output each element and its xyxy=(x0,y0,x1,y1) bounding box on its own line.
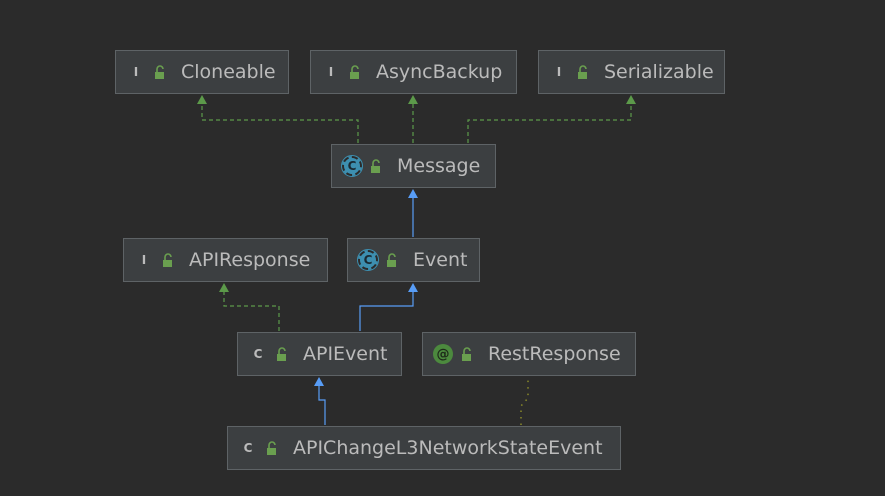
abstract-class-icon: C xyxy=(341,155,363,177)
node-message[interactable]: C Message xyxy=(331,144,496,188)
interface-icon: I xyxy=(141,253,147,267)
node-label: RestResponse xyxy=(488,343,621,365)
abstract-class-icon: C xyxy=(357,249,379,271)
node-label: Cloneable xyxy=(181,61,276,83)
interface-icon: I xyxy=(556,65,562,79)
node-serializable[interactable]: I Serializable xyxy=(538,50,725,94)
node-asyncbackup[interactable]: I AsyncBackup xyxy=(310,50,517,94)
node-cloneable[interactable]: I Cloneable xyxy=(115,50,289,94)
lock-open-icon xyxy=(267,441,276,455)
arrow-head-asyncbackup xyxy=(408,95,418,104)
annotation-icon: @ xyxy=(433,344,453,364)
arrow-head-message xyxy=(408,189,418,198)
edge-apievent-apiresponse xyxy=(223,292,280,331)
node-label: Event xyxy=(413,249,468,271)
interface-icon: I xyxy=(133,65,139,79)
node-event[interactable]: C Event xyxy=(347,238,480,282)
class-icon: C xyxy=(253,347,263,361)
lock-open-icon xyxy=(155,65,164,79)
node-apiresponse[interactable]: I APIResponse xyxy=(123,238,328,282)
lock-open-icon xyxy=(578,65,587,79)
interface-icon: I xyxy=(328,65,334,79)
edge-message-serializable xyxy=(467,104,632,143)
lock-open-icon xyxy=(277,347,286,361)
node-restresponse[interactable]: @ RestResponse xyxy=(422,332,636,376)
class-icon: C xyxy=(243,441,253,455)
edge-message-cloneable xyxy=(201,104,359,143)
edge-apichangel3-restresponse xyxy=(520,377,529,425)
lock-open-icon xyxy=(387,253,396,267)
node-label: AsyncBackup xyxy=(376,61,503,83)
arrow-head-apievent xyxy=(314,377,324,386)
arrow-head-event xyxy=(408,283,418,292)
node-apichangel3networkstateevent[interactable]: C APIChangeL3NetworkStateEvent xyxy=(227,426,621,470)
edge-apievent-event xyxy=(359,292,414,331)
lock-open-icon xyxy=(462,347,471,361)
arrow-head-cloneable xyxy=(197,95,207,104)
node-label: APIEvent xyxy=(303,343,388,365)
node-label: APIChangeL3NetworkStateEvent xyxy=(293,437,603,459)
lock-open-icon xyxy=(371,159,380,173)
lock-open-icon xyxy=(163,253,172,267)
lock-open-icon xyxy=(350,65,359,79)
node-label: APIResponse xyxy=(189,249,311,271)
edge-apichangel3-apievent xyxy=(318,386,326,425)
arrow-head-apiresponse xyxy=(219,283,229,292)
node-label: Message xyxy=(397,155,481,177)
node-label: Serializable xyxy=(604,61,714,83)
node-apievent[interactable]: C APIEvent xyxy=(237,332,402,376)
arrow-head-serializable xyxy=(626,95,636,104)
